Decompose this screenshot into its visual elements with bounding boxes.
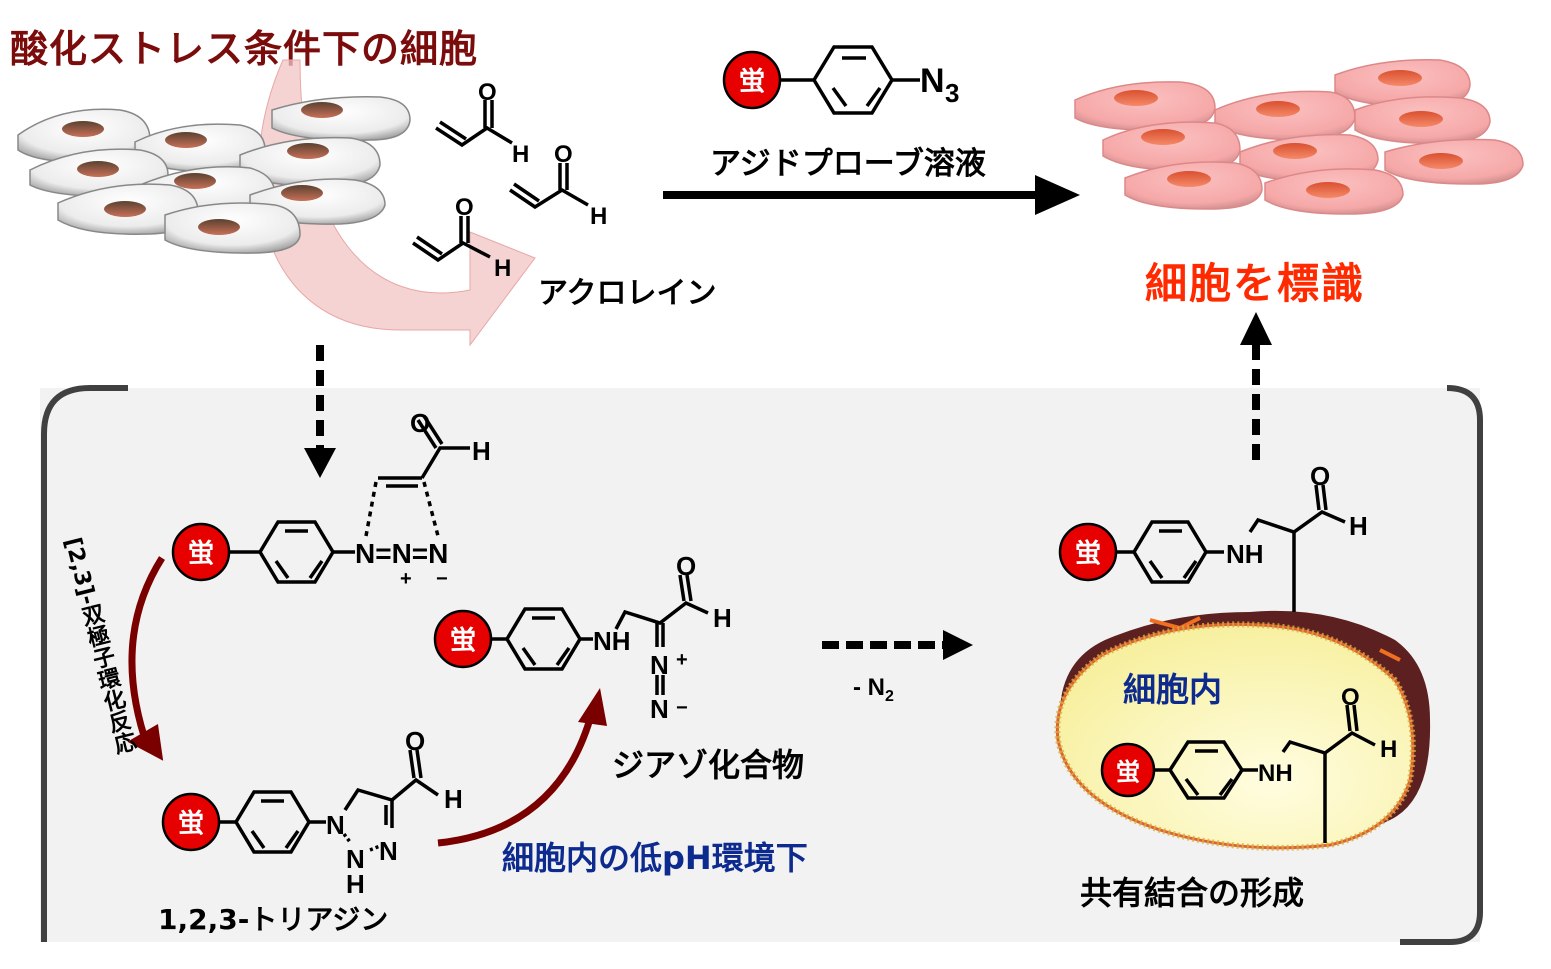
fluorophore-glyph: 蛍: [1075, 538, 1101, 568]
azide-subscript: 3: [945, 78, 959, 108]
acrolein-label: アクロレイン: [538, 276, 717, 311]
azide-n: N: [920, 62, 945, 100]
atom-o: O: [478, 79, 497, 106]
labeled-cell: [1354, 96, 1491, 144]
atom-o: O: [455, 194, 474, 221]
atom-h: H: [512, 141, 529, 168]
oxidative-stress-title: 酸化ストレス条件下の細胞: [10, 27, 479, 71]
azide-probe-solution-label: アジドプローブ溶液: [710, 146, 986, 182]
atom-nh: NH: [593, 626, 631, 656]
charge-minus: −: [436, 568, 448, 590]
label-cells-title: 細胞を標識: [1145, 259, 1366, 308]
labeled-cell: [1124, 161, 1263, 210]
atom-o: O: [410, 408, 430, 438]
atom-n: N: [326, 810, 345, 840]
atom-o: O: [676, 551, 696, 581]
diazo-label: ジアゾ化合物: [612, 746, 805, 784]
minus-n2-label: - N2: [853, 674, 894, 706]
cell: [239, 136, 381, 187]
labeled-cell: [1214, 90, 1356, 141]
cell: [164, 202, 301, 254]
low-ph-label: 細胞内の低pH環境下: [502, 839, 808, 877]
labeled-cell: [1264, 168, 1404, 215]
arrowhead-down: [304, 448, 336, 478]
covalent-bond-label: 共有結合の形成: [1080, 874, 1305, 912]
minus-n2-subscript: 2: [885, 687, 894, 705]
minus-n2-text: - N: [853, 674, 885, 701]
arrowhead-right: [943, 630, 973, 660]
atom-o: O: [405, 726, 425, 756]
atom-o: O: [1310, 461, 1330, 491]
atom-nh: NH: [1226, 539, 1264, 569]
arrowhead-up: [1240, 312, 1272, 345]
intracellular-label: 細胞内: [1123, 670, 1222, 709]
atom-n: N: [346, 844, 365, 874]
atom-n: N: [650, 650, 669, 680]
atom-o: O: [554, 141, 573, 168]
triazine-label: 1,2,3-トリアジン: [158, 903, 389, 936]
fluorophore-glyph: 蛍: [450, 625, 476, 655]
charge-minus: −: [676, 697, 688, 719]
atom-h: H: [590, 203, 607, 230]
low-ph-arrow: [437, 711, 596, 847]
fluorophore-glyph: 蛍: [1116, 759, 1140, 786]
fluorophore-glyph: 蛍: [188, 538, 214, 568]
atom-n: N: [379, 836, 398, 866]
atom-h: H: [1380, 736, 1397, 763]
charge-plus: +: [676, 649, 688, 671]
labeled-cell: [1334, 59, 1471, 107]
labeled-cell: [1102, 121, 1241, 171]
labeled-cell: [1074, 81, 1216, 131]
atom-h: H: [713, 603, 732, 633]
atom-n: N=N=N: [355, 538, 448, 569]
atom-o: O: [1341, 684, 1360, 711]
atom-nh: NH: [1258, 760, 1293, 787]
atom-h: H: [494, 255, 511, 282]
fluorophore-glyph: 蛍: [739, 66, 765, 96]
atom-h: H: [346, 869, 365, 899]
atom-h: H: [472, 436, 491, 466]
fluorophore-glyph: 蛍: [178, 808, 204, 838]
cycloaddition-arrow: [128, 556, 165, 750]
atom-h: H: [444, 784, 463, 814]
cell: [57, 183, 199, 235]
atom-h: H: [1349, 511, 1368, 541]
charge-plus: +: [400, 568, 412, 590]
labeled-cell: [1384, 138, 1524, 185]
atom-n: N: [650, 694, 669, 724]
